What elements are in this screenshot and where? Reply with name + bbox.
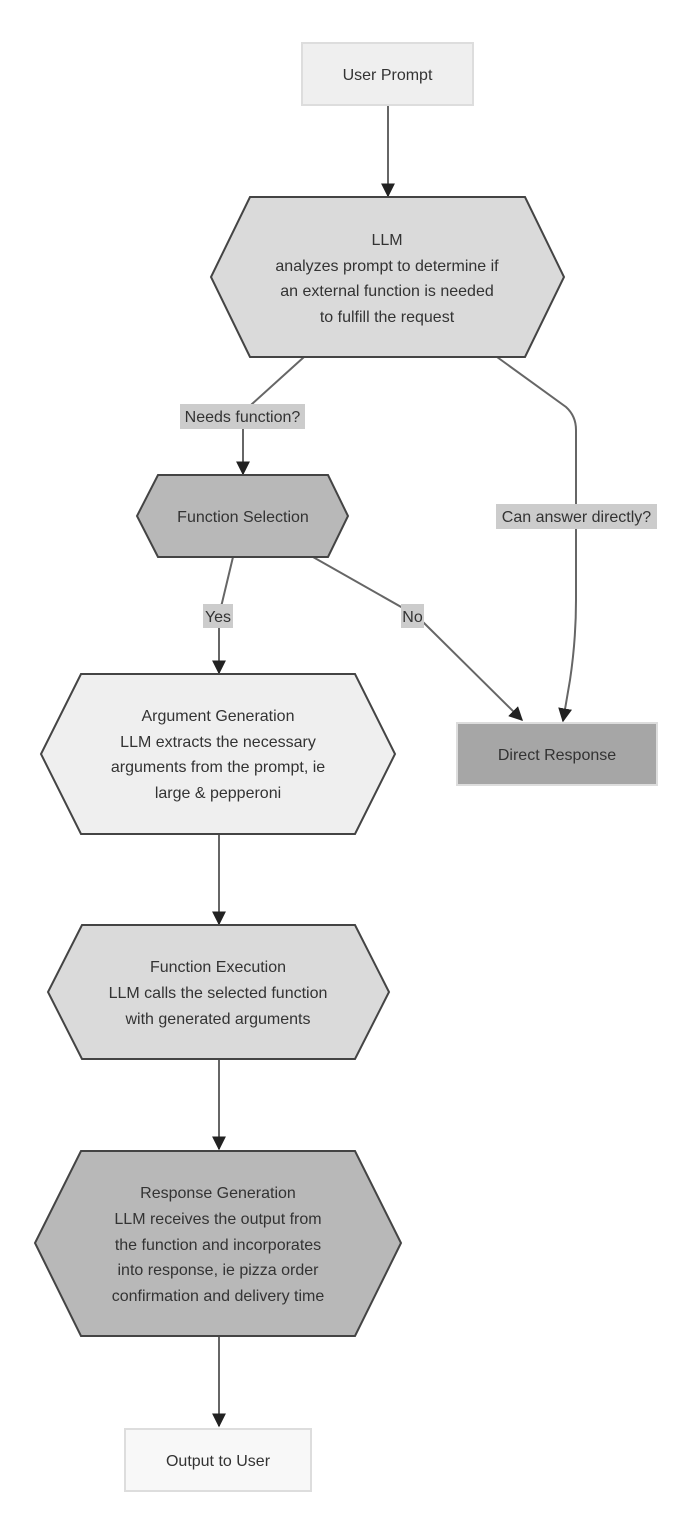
node-argument-generation: Argument Generation LLM extracts the nec…: [39, 673, 397, 835]
edge-label-no-text: No: [402, 609, 423, 626]
node-output-to-user: Output to User: [124, 1428, 312, 1492]
node-response-generation-line: the function and incorporates: [115, 1237, 321, 1254]
edge-label-no: No: [401, 604, 424, 628]
node-function-selection: Function Selection: [135, 474, 350, 558]
node-function-execution-line: with generated arguments: [125, 1011, 311, 1028]
node-function-execution-title: Function Execution: [150, 959, 286, 976]
node-argument-generation-title: Argument Generation: [142, 708, 295, 725]
node-function-execution: Function Execution LLM calls the selecte…: [46, 924, 391, 1060]
node-function-selection-label: Function Selection: [177, 509, 309, 526]
nodes: User Prompt LLM analyzes prompt to deter…: [33, 42, 658, 1492]
node-response-generation-line: into response, ie pizza order: [118, 1262, 320, 1279]
edge-llm-to-direct-response: [496, 356, 577, 723]
edge-label-needs-function: Needs function?: [180, 404, 305, 429]
edge-label-yes-text: Yes: [205, 609, 231, 626]
node-response-generation-line: confirmation and delivery time: [112, 1288, 325, 1305]
node-output-to-user-label: Output to User: [166, 1453, 271, 1470]
node-llm-title: LLM: [371, 232, 402, 249]
edge-label-can-answer-directly-text: Can answer directly?: [502, 509, 652, 526]
node-user-prompt-label: User Prompt: [343, 67, 433, 84]
edge-label-needs-function-text: Needs function?: [185, 409, 301, 426]
node-direct-response-label: Direct Response: [498, 747, 616, 764]
node-llm-line: analyzes prompt to determine if: [275, 258, 499, 275]
node-user-prompt: User Prompt: [301, 42, 474, 106]
node-response-generation-line: LLM receives the output from: [114, 1211, 321, 1228]
edge-label-yes: Yes: [203, 604, 233, 628]
node-response-generation: Response Generation LLM receives the out…: [33, 1150, 403, 1337]
node-response-generation-title: Response Generation: [140, 1185, 296, 1202]
node-llm: LLM analyzes prompt to determine if an e…: [209, 196, 566, 358]
node-argument-generation-line: arguments from the prompt, ie: [111, 759, 325, 776]
node-direct-response: Direct Response: [456, 722, 658, 786]
edge-labels: Needs function? Can answer directly? Yes…: [180, 404, 657, 628]
node-argument-generation-line: large & pepperoni: [155, 785, 281, 802]
node-llm-line: to fulfill the request: [320, 309, 455, 326]
node-argument-generation-line: LLM extracts the necessary: [120, 734, 316, 751]
edge-label-can-answer-directly: Can answer directly?: [496, 504, 657, 529]
node-llm-line: an external function is needed: [280, 283, 493, 300]
node-function-execution-line: LLM calls the selected function: [109, 985, 328, 1002]
